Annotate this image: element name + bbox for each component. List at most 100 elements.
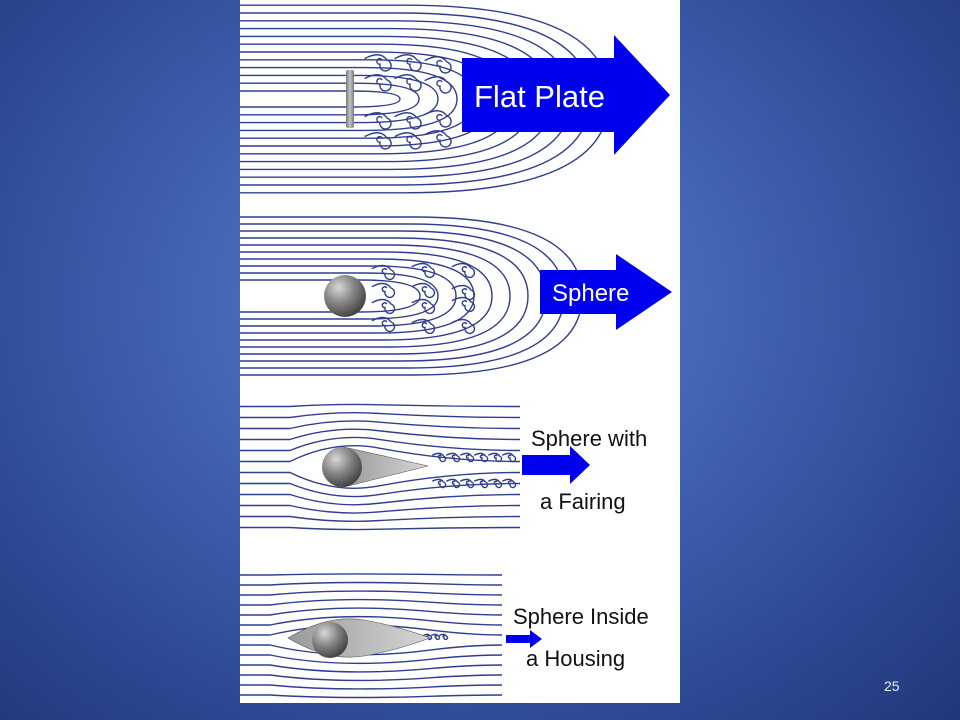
streamline xyxy=(240,279,421,313)
flat-plate-label: Flat Plate xyxy=(474,79,605,114)
streamline xyxy=(240,607,503,616)
sphere-arrow xyxy=(540,254,672,330)
vortex xyxy=(431,452,447,463)
streamline xyxy=(240,644,503,656)
streamline xyxy=(240,428,521,441)
vortex xyxy=(459,452,475,463)
vortex xyxy=(424,130,452,148)
vortex xyxy=(394,132,422,150)
vortex xyxy=(371,298,396,315)
vortex xyxy=(364,74,392,92)
fairing-wake-vortices xyxy=(431,452,517,489)
vortex xyxy=(411,298,436,315)
vortex xyxy=(431,478,447,489)
vortex xyxy=(371,282,396,299)
sphere-fairing-panel: Sphere with a Fairing xyxy=(240,403,647,531)
vortex xyxy=(473,478,489,489)
flat-plate-shape xyxy=(346,70,354,128)
streamline xyxy=(240,403,521,408)
streamline xyxy=(240,265,457,327)
streamline xyxy=(240,573,503,576)
sphere-panel: Sphere xyxy=(240,216,672,376)
sphere-shape xyxy=(324,275,366,317)
streamline xyxy=(240,436,521,452)
vortex xyxy=(501,478,517,489)
streamline xyxy=(240,251,493,341)
fairing-label-line1: Sphere with xyxy=(531,426,647,451)
streamline xyxy=(240,493,521,506)
streamline xyxy=(240,82,420,116)
streamline xyxy=(240,237,529,355)
streamline xyxy=(240,216,583,376)
vortex xyxy=(364,132,392,150)
streamline xyxy=(240,684,503,690)
vortex xyxy=(487,452,503,463)
housing-label-line1: Sphere Inside xyxy=(513,604,649,629)
streamline xyxy=(240,445,521,463)
vortex xyxy=(451,284,476,301)
vortex xyxy=(394,74,422,92)
vortex xyxy=(411,282,436,299)
vortex xyxy=(430,633,441,641)
streamline xyxy=(240,598,503,606)
housing-streamlines xyxy=(240,573,503,699)
streamline xyxy=(240,674,503,682)
streamline xyxy=(240,412,521,419)
sphere-label: Sphere xyxy=(552,280,629,307)
streamline xyxy=(240,59,477,139)
vortex xyxy=(364,112,392,130)
housing-sphere-shape xyxy=(312,622,348,658)
vortex xyxy=(445,452,461,463)
vortex xyxy=(501,452,517,463)
fairing-arrow xyxy=(522,446,590,484)
vortex xyxy=(394,54,422,72)
vortex xyxy=(424,56,452,74)
housing-label-line2: a Housing xyxy=(526,646,625,671)
vortex xyxy=(445,478,461,489)
streamline xyxy=(240,694,503,699)
vortex xyxy=(394,112,422,130)
vortex xyxy=(424,76,452,94)
vortex xyxy=(411,262,436,279)
diagram-canvas: Flat Plate Sphere Sphere with a Fairing … xyxy=(240,4,672,699)
flat-plate-wake-vortices xyxy=(364,54,452,150)
vortex xyxy=(364,54,392,72)
streamline xyxy=(240,504,521,514)
streamline xyxy=(240,471,521,489)
vortex xyxy=(371,316,396,333)
streamline xyxy=(240,581,503,586)
sphere-housing-panel: Sphere Inside a Housing xyxy=(240,573,649,699)
streamline xyxy=(240,244,511,348)
streamline xyxy=(240,482,521,498)
housing-arrow xyxy=(506,630,542,648)
streamline xyxy=(240,74,439,124)
airflow-drag-diagram: Flat Plate Sphere Sphere with a Fairing … xyxy=(240,0,680,703)
vortex xyxy=(371,264,396,281)
fairing-label-line2: a Fairing xyxy=(540,489,626,514)
streamline xyxy=(240,664,503,673)
streamline xyxy=(240,515,521,522)
streamline xyxy=(240,66,458,132)
vortex xyxy=(487,478,503,489)
sphere-wake-vortices xyxy=(371,262,476,335)
streamline xyxy=(240,590,503,596)
streamline xyxy=(240,615,503,626)
vortex xyxy=(451,262,476,279)
streamline xyxy=(240,624,503,636)
streamline xyxy=(240,526,521,531)
fairing-streamlines xyxy=(240,403,521,531)
vortex xyxy=(451,296,476,313)
streamline xyxy=(240,90,401,108)
vortex xyxy=(459,478,475,489)
fairing-sphere-shape xyxy=(322,447,362,487)
vortex xyxy=(451,318,476,335)
sphere-streamlines xyxy=(240,216,583,376)
flat-plate-panel: Flat Plate xyxy=(240,4,670,194)
flat-plate-arrow xyxy=(462,35,670,155)
vortex xyxy=(424,110,452,128)
streamline xyxy=(240,420,521,430)
vortex xyxy=(411,318,436,335)
streamline xyxy=(240,654,503,665)
streamline xyxy=(240,272,439,320)
page-number: 25 xyxy=(884,678,900,694)
